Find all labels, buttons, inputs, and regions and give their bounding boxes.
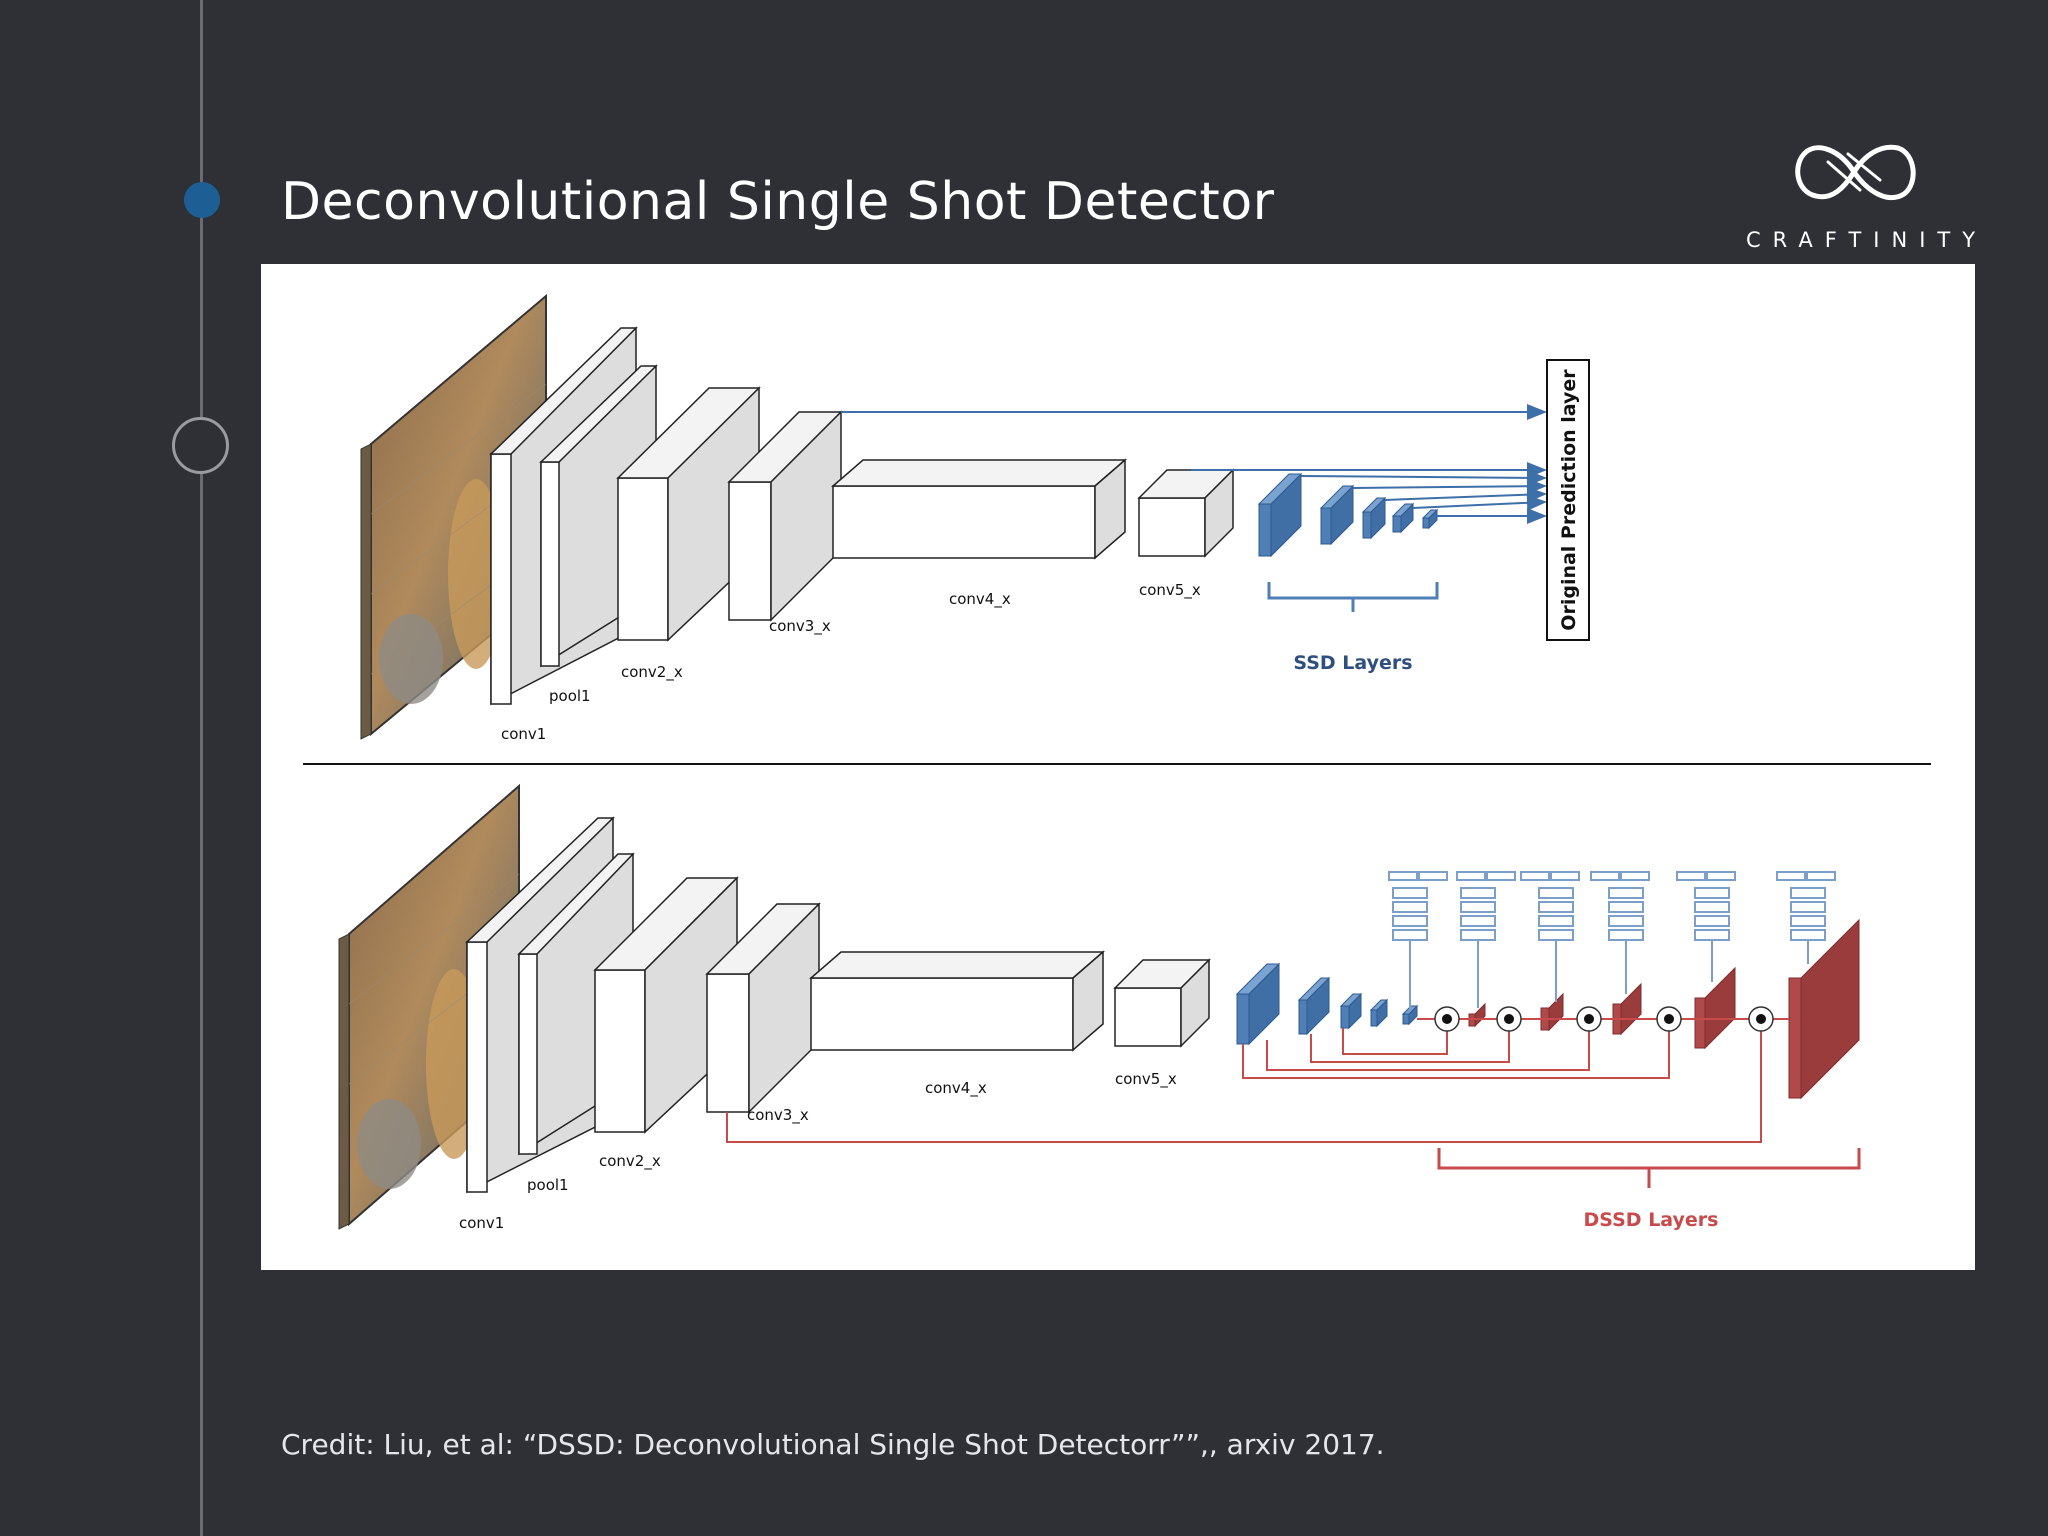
ssd-extra-layers bbox=[1257, 472, 1439, 558]
architecture-diagram: Original Prediction layer SSD Layers con… bbox=[303, 293, 1931, 1232]
conv3-block-bottom bbox=[705, 902, 821, 1114]
conv4-label-bottom: conv4_x bbox=[925, 1079, 987, 1098]
slide-title: Deconvolutional Single Shot Detector bbox=[281, 172, 1275, 232]
prediction-module bbox=[1590, 871, 1650, 994]
prediction-module bbox=[1456, 871, 1516, 1008]
conv5-block bbox=[1137, 468, 1235, 558]
pool1-label-bottom: pool1 bbox=[527, 1176, 569, 1194]
timeline-dot-active[interactable] bbox=[184, 182, 220, 218]
conv1-label-bottom: conv1 bbox=[459, 1214, 504, 1232]
pool1-label: pool1 bbox=[549, 687, 591, 705]
conv5-label-bottom: conv5_x bbox=[1115, 1070, 1177, 1089]
logo: CRAFTINITY bbox=[1746, 132, 1988, 262]
dssd-network: DSSD Layers conv1 pool1 conv2_x conv3_x … bbox=[338, 783, 1861, 1232]
conv1-label: conv1 bbox=[501, 725, 546, 743]
conv3-label: conv3_x bbox=[769, 617, 831, 636]
conv2-block bbox=[616, 386, 761, 642]
ssd-layers-brace bbox=[1267, 582, 1439, 612]
dssd-architecture-figure: Original Prediction layer SSD Layers con… bbox=[261, 264, 1975, 1270]
credit-text: Credit: Liu, et al: “DSSD: Deconvolution… bbox=[281, 1428, 1385, 1461]
logo-text: CRAFTINITY bbox=[1746, 228, 1988, 252]
conv5-block-bottom bbox=[1113, 958, 1211, 1048]
infinity-knot-icon bbox=[1795, 144, 1916, 201]
conv4-block-bottom bbox=[808, 950, 1106, 1052]
conv5-label: conv5_x bbox=[1139, 581, 1201, 600]
prediction-layer-box bbox=[1546, 359, 1590, 641]
dssd-layers-brace bbox=[1437, 1148, 1861, 1188]
dssd-red-layers bbox=[1468, 918, 1860, 1100]
conv3-label-bottom: conv3_x bbox=[747, 1106, 809, 1125]
ssd-network: Original Prediction layer SSD Layers con… bbox=[360, 293, 1590, 743]
dssd-layers-label: DSSD Layers bbox=[1584, 1209, 1719, 1231]
conv2-block-bottom bbox=[593, 876, 739, 1134]
timeline-dot[interactable] bbox=[172, 417, 229, 474]
dssd-blue-layers bbox=[1235, 962, 1419, 1046]
eltwise-nodes bbox=[1434, 1006, 1774, 1032]
timeline-line bbox=[200, 0, 203, 1536]
prediction-module bbox=[1776, 871, 1836, 964]
conv2-label-bottom: conv2_x bbox=[599, 1152, 661, 1171]
prediction-arrows bbox=[841, 404, 1547, 524]
prediction-modules bbox=[1388, 871, 1836, 1012]
conv4-block bbox=[830, 458, 1128, 560]
prediction-module bbox=[1388, 871, 1448, 1012]
conv4-label: conv4_x bbox=[949, 590, 1011, 609]
prediction-module bbox=[1520, 871, 1580, 1002]
prediction-layer-label: Original Prediction layer bbox=[1558, 369, 1580, 631]
ssd-layers-label: SSD Layers bbox=[1293, 652, 1412, 674]
conv3-block bbox=[727, 410, 843, 622]
prediction-module bbox=[1676, 871, 1736, 982]
conv2-label: conv2_x bbox=[621, 663, 683, 682]
skip-connections bbox=[726, 1018, 1789, 1143]
